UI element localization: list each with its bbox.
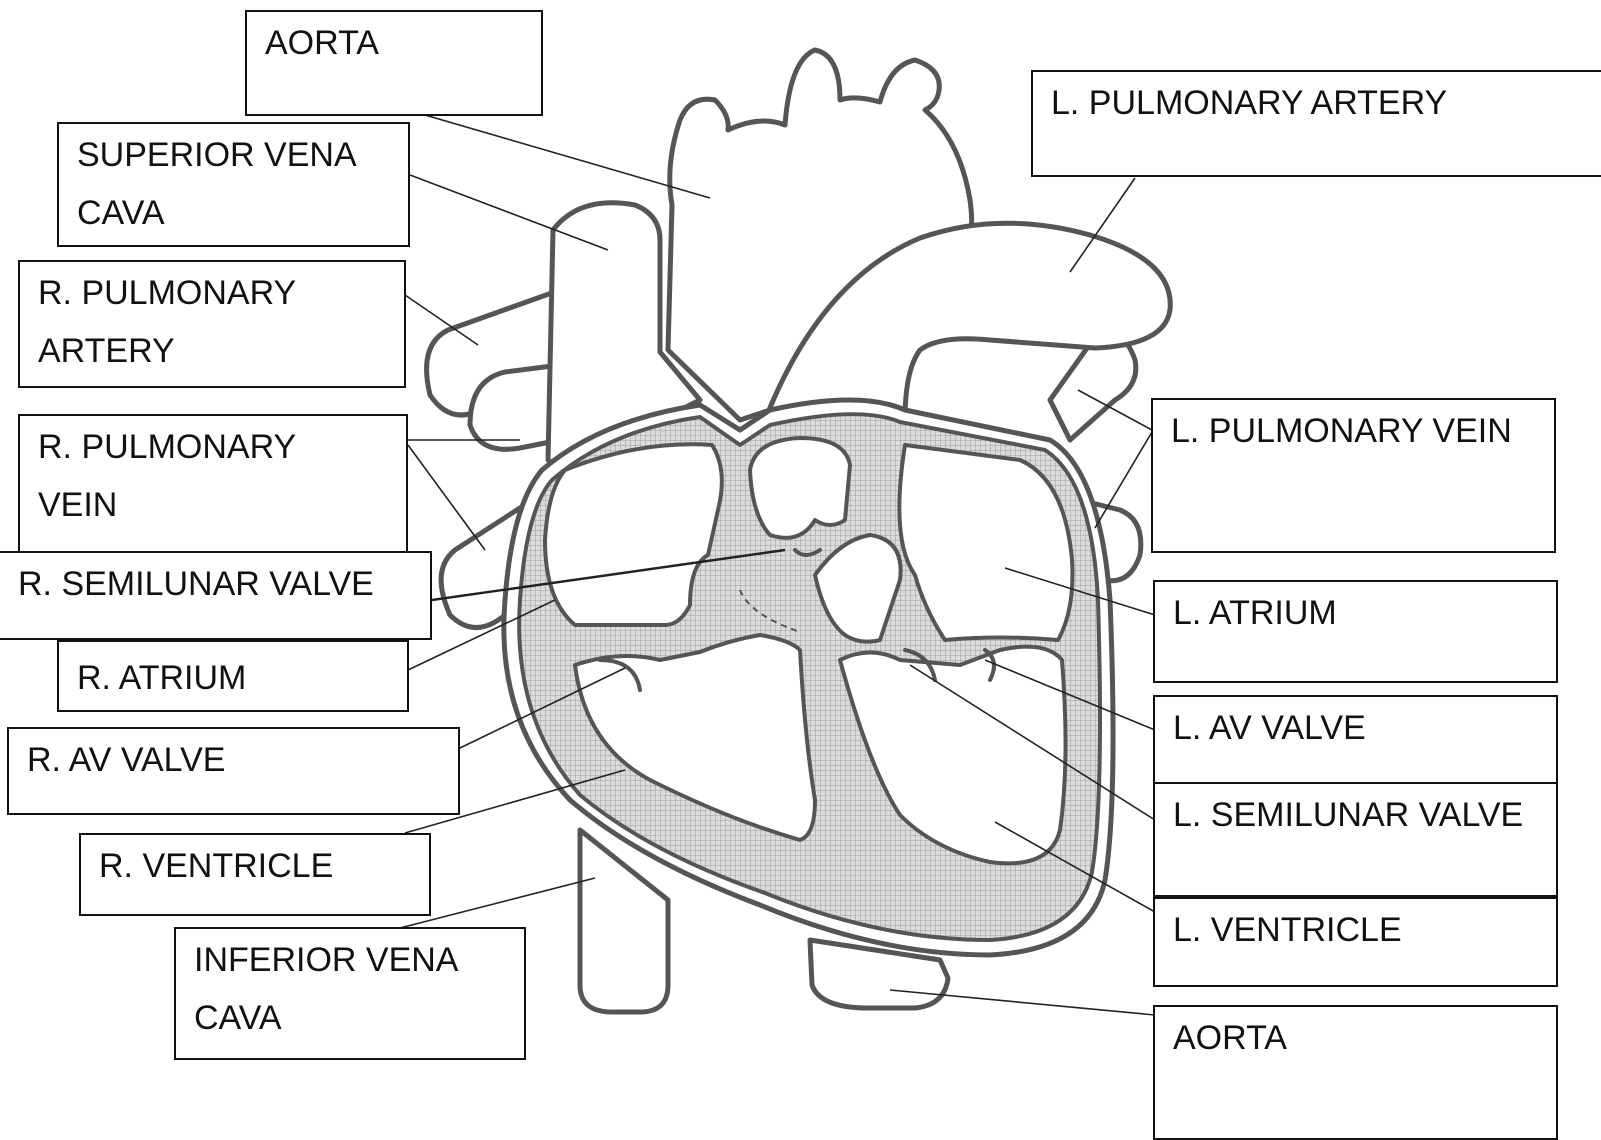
label-l-pulmonary-vein: L. PULMONARY VEIN <box>1151 398 1556 553</box>
label-l-pulmonary-artery: L. PULMONARY ARTERY <box>1031 70 1601 177</box>
label-l-av-valve-text: L. AV VALVE <box>1173 699 1538 757</box>
label-r-pulmonary-artery-line2: ARTERY <box>38 322 386 380</box>
label-r-av-valve: R. AV VALVE <box>7 727 460 815</box>
label-aorta-bottom: AORTA <box>1153 1005 1558 1140</box>
leader-line-aorta-top <box>425 115 710 198</box>
label-l-ventricle-text: L. VENTRICLE <box>1173 901 1538 959</box>
pulmonary-trunk-inner <box>750 438 850 538</box>
label-inferior-vena-cava-line1: INFERIOR VENA <box>194 931 506 989</box>
label-r-semilunar-valve-text: R. SEMILUNAR VALVE <box>18 555 412 613</box>
label-r-pulmonary-vein-line2: VEIN <box>38 476 388 534</box>
label-l-semilunar-valve-text: L. SEMILUNAR VALVE <box>1173 786 1538 844</box>
label-r-semilunar-valve: R. SEMILUNAR VALVE <box>0 551 432 640</box>
label-l-atrium-text: L. ATRIUM <box>1173 584 1538 642</box>
label-r-atrium-text: R. ATRIUM <box>77 644 389 712</box>
label-l-semilunar-valve: L. SEMILUNAR VALVE <box>1153 782 1558 897</box>
label-l-pulmonary-vein-text: L. PULMONARY VEIN <box>1171 402 1536 460</box>
label-r-pulmonary-vein: R. PULMONARY VEIN <box>18 414 408 554</box>
label-aorta-top-text: AORTA <box>265 14 523 72</box>
label-r-av-valve-text: R. AV VALVE <box>27 731 440 789</box>
label-r-ventricle: R. VENTRICLE <box>79 833 431 916</box>
label-l-atrium: L. ATRIUM <box>1153 580 1558 683</box>
label-aorta-top: AORTA <box>245 10 543 116</box>
label-r-atrium: R. ATRIUM <box>57 640 409 712</box>
label-l-ventricle: L. VENTRICLE <box>1153 897 1558 987</box>
label-superior-vena-cava-line1: SUPERIOR VENA <box>77 126 390 184</box>
label-aorta-bottom-text: AORTA <box>1173 1009 1538 1067</box>
label-superior-vena-cava: SUPERIOR VENA CAVA <box>57 122 410 247</box>
label-r-pulmonary-artery-line1: R. PULMONARY <box>38 264 386 322</box>
label-inferior-vena-cava-line2: CAVA <box>194 989 506 1047</box>
label-superior-vena-cava-line2: CAVA <box>77 184 390 242</box>
label-l-pulmonary-artery-text: L. PULMONARY ARTERY <box>1051 74 1591 132</box>
label-inferior-vena-cava: INFERIOR VENA CAVA <box>174 927 526 1060</box>
label-r-pulmonary-vein-line1: R. PULMONARY <box>38 418 388 476</box>
label-l-av-valve: L. AV VALVE <box>1153 695 1558 790</box>
label-r-pulmonary-artery: R. PULMONARY ARTERY <box>18 260 406 388</box>
label-r-ventricle-text: R. VENTRICLE <box>99 837 411 895</box>
leader-line-r-pulmonary-vein-b <box>408 445 485 550</box>
